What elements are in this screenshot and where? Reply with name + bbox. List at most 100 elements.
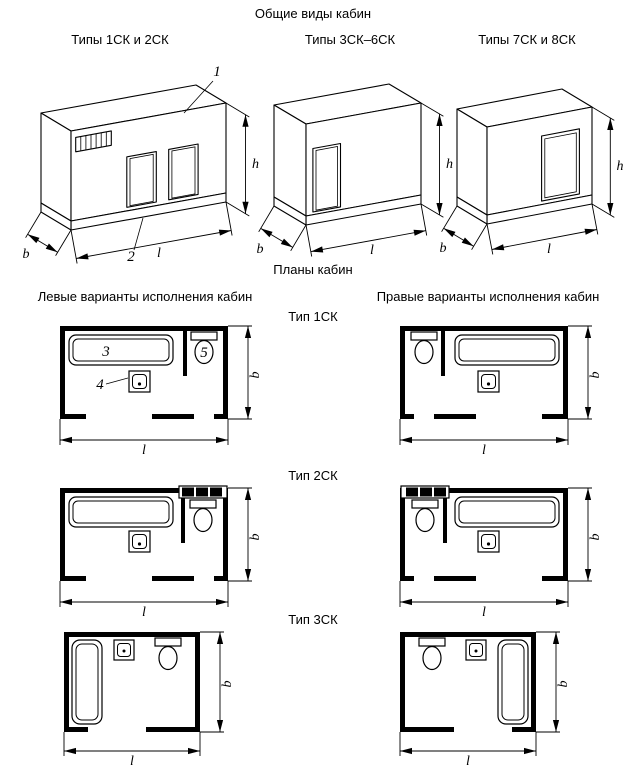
callout-base: 2	[127, 217, 144, 265]
right-column-header: Правые варианты исполнения кабин	[376, 289, 600, 304]
partition-wall	[181, 497, 185, 543]
dim-l-label: l	[130, 754, 134, 769]
dimension-l: l	[399, 419, 569, 458]
plan-type-label-3sk: Тип 3СК	[288, 612, 338, 627]
walls	[64, 632, 200, 732]
plan-1sk-right: b l	[399, 325, 603, 458]
cabin-left-face	[40, 112, 72, 222]
vent-grille	[75, 130, 112, 153]
bathtub	[497, 639, 529, 725]
dimension-b: b	[257, 205, 307, 257]
washbasin	[128, 530, 151, 553]
plan-type-label-2sk: Тип 2СК	[288, 468, 338, 483]
dim-b-label: b	[23, 247, 30, 262]
dim-l-label: l	[157, 246, 161, 261]
dim-b-label: b	[257, 242, 264, 257]
toilet	[154, 637, 182, 671]
cistern-unit	[400, 485, 450, 499]
partition-wall	[183, 331, 187, 376]
dimension-l: l	[59, 419, 229, 458]
dim-b-label: b	[588, 534, 603, 541]
dimension-b: b	[568, 487, 603, 582]
isometric-view-types-3sk-6sk: h b l	[257, 83, 453, 258]
dim-b-label: b	[248, 372, 263, 379]
partition-wall	[443, 497, 447, 543]
dimension-l: l	[63, 732, 201, 769]
plan-3sk-right: b l	[399, 631, 571, 769]
toilet	[418, 637, 446, 671]
dimension-l: l	[399, 581, 569, 620]
plan-type-label-1sk: Тип 1СК	[288, 309, 338, 324]
cabin-body	[456, 88, 593, 225]
dim-h-label: h	[617, 159, 624, 174]
washbasin	[477, 530, 500, 553]
plan-2sk-right: b l	[399, 485, 603, 620]
washbasin	[465, 639, 487, 661]
page-title: Общие виды кабин	[254, 6, 372, 21]
toilet	[189, 499, 217, 533]
bathtub	[68, 334, 174, 366]
door-opening-2	[168, 143, 199, 201]
washbasin	[113, 639, 135, 661]
dim-l-label: l	[482, 605, 486, 620]
dim-b-label: b	[556, 681, 571, 688]
walls	[60, 326, 228, 419]
callout-panel: 1	[183, 64, 221, 114]
dimension-l: l	[59, 581, 229, 620]
plan-2sk-left: b l	[59, 485, 263, 620]
callout-washbasin-leader	[105, 377, 129, 385]
view-caption-3: Типы 7СК и 8СК	[478, 32, 576, 47]
view-caption-1: Типы 1СК и 2СК	[71, 32, 169, 47]
dim-l-label: l	[547, 242, 551, 257]
dim-b-label: b	[588, 372, 603, 379]
partition-wall	[441, 331, 445, 376]
view-caption-2: Типы 3СК–6СК	[304, 32, 396, 47]
toilet	[190, 331, 218, 365]
room-mirrored	[400, 485, 568, 581]
room-mirrored	[400, 326, 568, 419]
left-column-header: Левые варианты исполнения кабин	[37, 289, 253, 304]
walls	[400, 632, 536, 732]
walls	[60, 488, 228, 581]
dim-l-label: l	[466, 754, 470, 769]
dim-h-label: h	[446, 157, 453, 172]
dim-h-label: h	[252, 157, 259, 172]
callout-bath-number: 3	[101, 344, 110, 360]
dimension-b: b	[200, 631, 235, 733]
dimension-b: b	[23, 211, 72, 262]
toilet	[411, 499, 439, 533]
dimension-h: h	[225, 102, 259, 217]
dimension-l: l	[305, 203, 428, 258]
dimension-b: b	[440, 205, 488, 256]
dimension-b: b	[228, 325, 263, 420]
bathtub	[68, 496, 174, 528]
dim-l-label: l	[142, 443, 146, 458]
plan-3sk-left: b l	[63, 631, 235, 769]
cistern-unit	[178, 485, 228, 499]
dim-b-label: b	[440, 241, 447, 256]
washbasin	[477, 370, 500, 393]
dimension-b: b	[568, 325, 603, 420]
dimension-l: l	[399, 732, 537, 769]
bathtub	[454, 334, 560, 366]
walls	[400, 488, 568, 581]
bathtub	[454, 496, 560, 528]
dim-b-label: b	[220, 681, 235, 688]
dimension-l: l	[70, 201, 233, 264]
callout-panel-number: 1	[213, 64, 221, 80]
plan-1sk-left: 3 4 5 b l	[59, 325, 263, 458]
isometric-view-types-7sk-8sk: h b l	[440, 88, 624, 257]
bathtub	[71, 639, 103, 725]
isometric-view-types-1sk-2sk: 1 2 h b l	[23, 64, 260, 265]
washbasin	[128, 370, 151, 393]
dim-l-label: l	[482, 443, 486, 458]
dimension-l: l	[486, 203, 599, 257]
dim-l-label: l	[142, 605, 146, 620]
door-opening	[541, 128, 580, 202]
dimension-h: h	[420, 102, 453, 218]
dimension-b: b	[228, 487, 263, 582]
plans-title: Планы кабин	[273, 262, 353, 277]
walls	[400, 326, 568, 419]
toilet	[410, 331, 438, 365]
